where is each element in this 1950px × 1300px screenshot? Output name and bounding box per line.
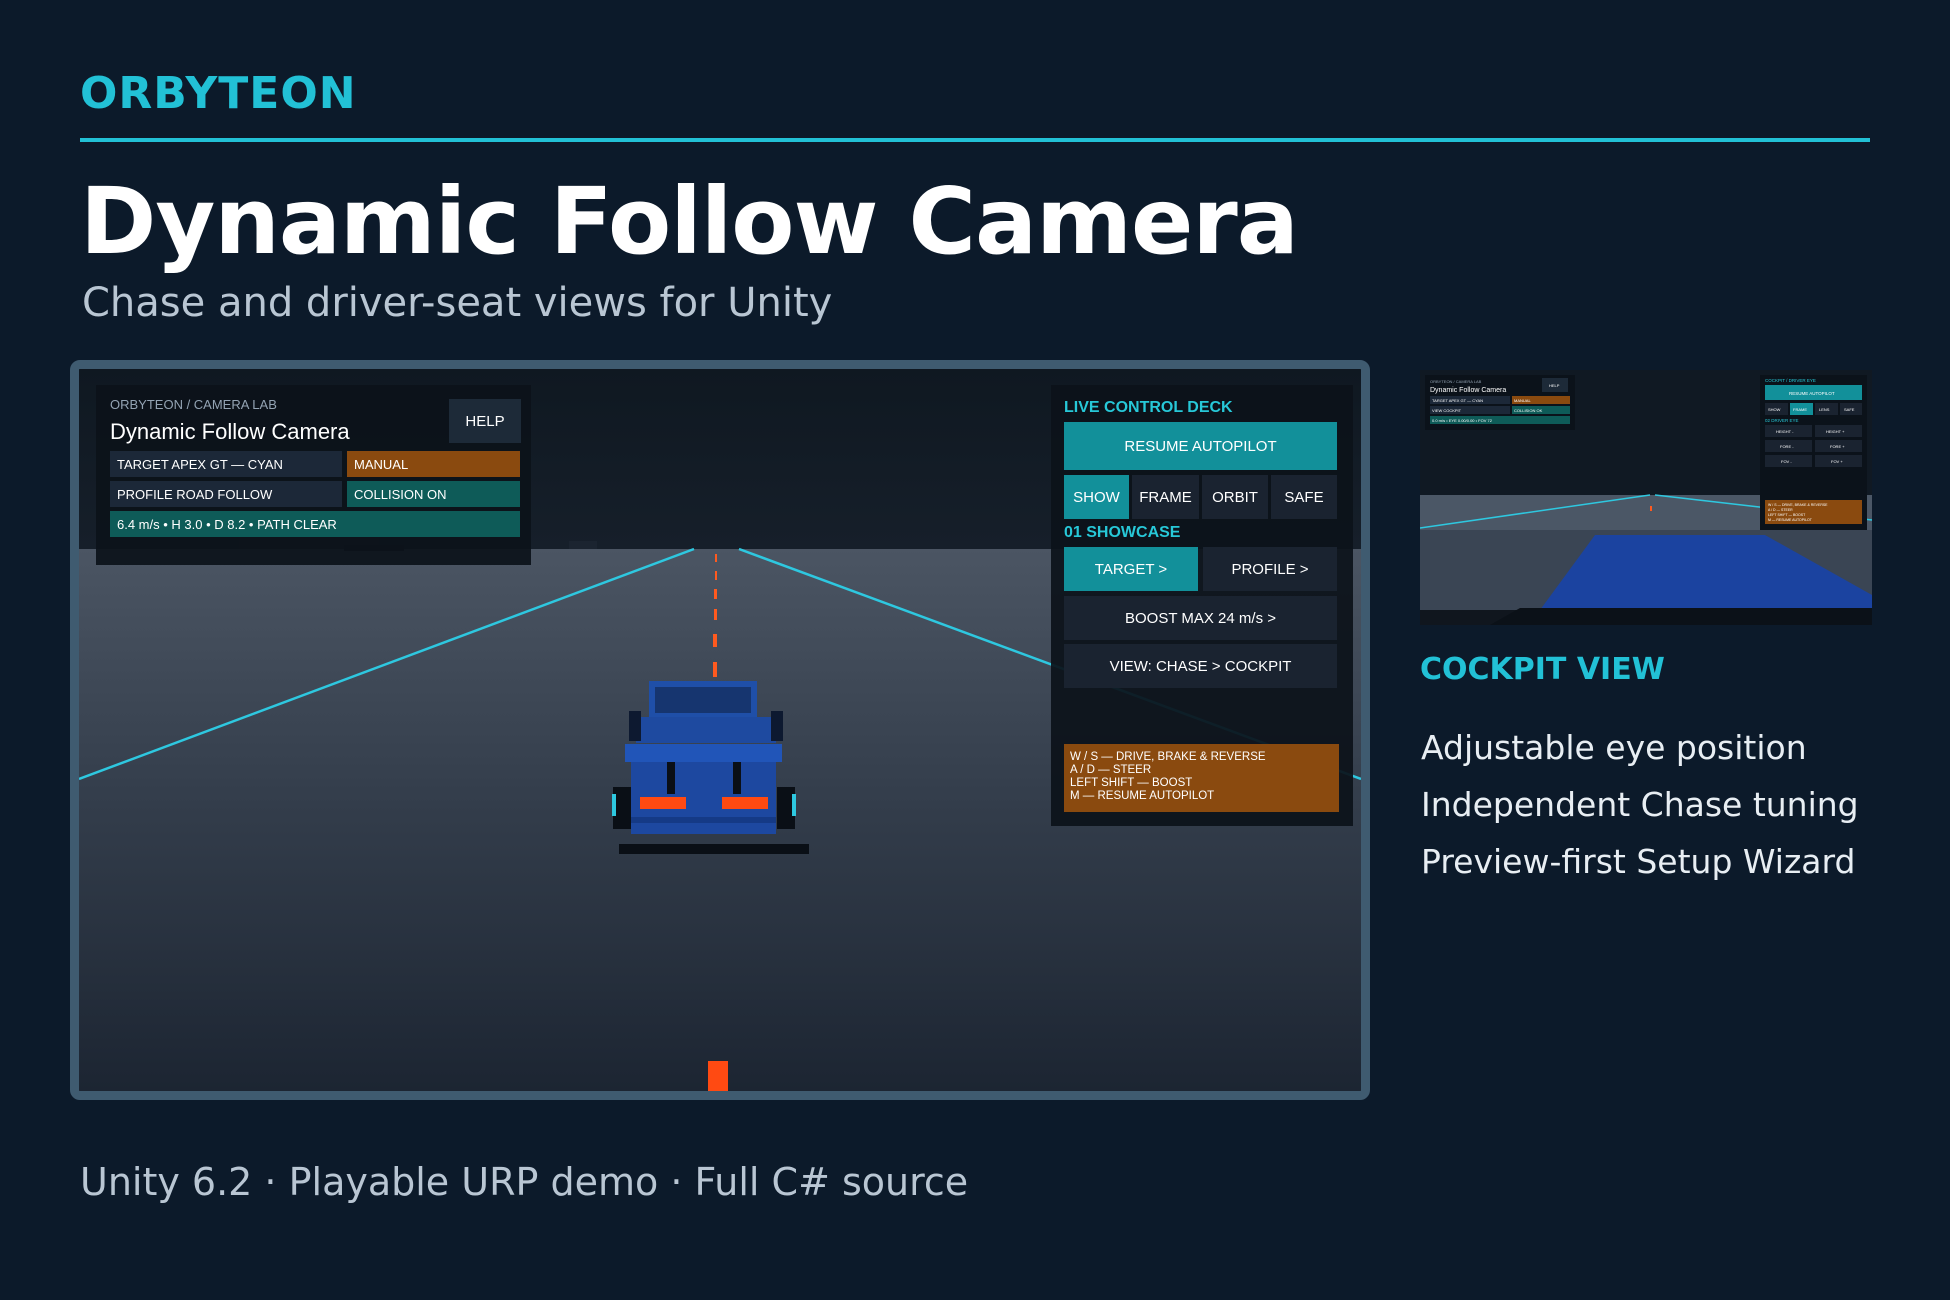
- header-divider: [80, 138, 1870, 142]
- profile-chip: PROFILE ROAD FOLLOW: [110, 481, 342, 507]
- feature-item: Preview-first Setup Wizard: [1421, 842, 1856, 881]
- cockpit-view-heading: COCKPIT VIEW: [1420, 652, 1665, 687]
- control-line: W / S — DRIVE, BRAKE & REVERSE: [1070, 751, 1266, 763]
- control-line: A / D — STEER: [1070, 764, 1152, 776]
- mode-badge: MANUAL: [347, 451, 520, 477]
- thumb-tab-lens: LENS: [1819, 407, 1830, 412]
- thumb-fov-plus: FOV +: [1831, 459, 1843, 464]
- thumb-deck-title: COCKPIT / DRIVER EYE: [1765, 378, 1816, 383]
- breadcrumb: ORBYTEON / CAMERA LAB: [110, 397, 277, 412]
- live-control-deck: LIVE CONTROL DECK RESUME AUTOPILOT SHOW …: [1051, 385, 1353, 826]
- page-subtitle: Chase and driver-seat views for Unity: [82, 280, 833, 326]
- view-toggle-button[interactable]: VIEW: CHASE > COCKPIT: [1064, 644, 1337, 688]
- help-button[interactable]: HELP: [449, 399, 521, 443]
- collision-badge: COLLISION ON: [347, 481, 520, 507]
- profile-button[interactable]: PROFILE >: [1203, 547, 1337, 591]
- thumb-section: 02 DRIVER EYE: [1765, 418, 1799, 423]
- boost-max-button[interactable]: BOOST MAX 24 m/s >: [1064, 596, 1337, 640]
- thumb-target: TARGET APEX GT — CYAN: [1432, 398, 1483, 403]
- feature-item: Independent Chase tuning: [1421, 785, 1859, 824]
- thumb-collision: COLLISION OK: [1514, 408, 1543, 413]
- thumb-resume: RESUME AUTOPILOT: [1789, 391, 1835, 396]
- tab-frame[interactable]: FRAME: [1132, 475, 1199, 519]
- thumb-help: HELP: [1549, 383, 1560, 388]
- brand-logo: ORBYTEON: [80, 68, 357, 119]
- road-edge-left: [79, 547, 695, 781]
- car: [612, 681, 809, 854]
- thumb-control-line: LEFT SHIFT — BOOST: [1768, 513, 1806, 517]
- thumb-mode: MANUAL: [1514, 398, 1531, 403]
- tab-show[interactable]: SHOW: [1064, 475, 1129, 519]
- cockpit-preview-thumbnail: ORBYTEON / CAMERA LAB Dynamic Follow Cam…: [1420, 370, 1872, 625]
- thumb-control-line: W / S — DRIVE, BRAKE & REVERSE: [1768, 503, 1828, 507]
- thumb-control-line: A / D — STEER: [1768, 508, 1793, 512]
- thumb-tab-show: SHOW: [1768, 407, 1781, 412]
- page-title: Dynamic Follow Camera: [80, 168, 1299, 275]
- target-button[interactable]: TARGET >: [1064, 547, 1198, 591]
- thumb-fov-minus: FOV -: [1781, 459, 1792, 464]
- thumb-height-plus: HEIGHT +: [1826, 429, 1845, 434]
- section-label: 01 SHOWCASE: [1064, 524, 1181, 541]
- thumb-fore-minus: FORE -: [1780, 444, 1794, 449]
- thumb-control-line: M — RESUME AUTOPILOT: [1768, 518, 1813, 522]
- stats-readout: 6.4 m/s • H 3.0 • D 8.2 • PATH CLEAR: [110, 511, 520, 537]
- game-viewport[interactable]: ORBYTEON / CAMERA LAB Dynamic Follow Cam…: [70, 360, 1370, 1100]
- target-chip: TARGET APEX GT — CYAN: [110, 451, 342, 477]
- tab-safe[interactable]: SAFE: [1271, 475, 1337, 519]
- controls-legend: W / S — DRIVE, BRAKE & REVERSE A / D — S…: [1064, 744, 1339, 812]
- thumb-view: VIEW COCKPIT: [1432, 408, 1462, 413]
- control-line: LEFT SHIFT — BOOST: [1070, 777, 1193, 789]
- thumb-tab-frame: FRAME: [1793, 407, 1807, 412]
- camera-status-panel: ORBYTEON / CAMERA LAB Dynamic Follow Cam…: [96, 385, 531, 565]
- resume-autopilot-button[interactable]: RESUME AUTOPILOT: [1064, 422, 1337, 470]
- panel-title: Dynamic Follow Camera: [110, 419, 350, 444]
- footer-tagline: Unity 6.2 · Playable URP demo · Full C# …: [80, 1160, 969, 1204]
- thumb-crumb: ORBYTEON / CAMERA LAB: [1430, 379, 1482, 384]
- control-line: M — RESUME AUTOPILOT: [1070, 790, 1215, 802]
- deck-title: LIVE CONTROL DECK: [1064, 399, 1233, 416]
- thumb-height-minus: HEIGHT -: [1776, 429, 1794, 434]
- cockpit-scene: ORBYTEON / CAMERA LAB Dynamic Follow Cam…: [1420, 370, 1872, 625]
- thumb-fore-plus: FORE +: [1830, 444, 1845, 449]
- tab-orbit[interactable]: ORBIT: [1202, 475, 1268, 519]
- feature-item: Adjustable eye position: [1421, 728, 1807, 767]
- thumb-title: Dynamic Follow Camera: [1430, 387, 1506, 394]
- thumb-stats: 0.0 m/s • EYE 0.00/0.00 • FOV 72: [1432, 418, 1493, 423]
- thumb-tab-safe: SAFE: [1844, 407, 1855, 412]
